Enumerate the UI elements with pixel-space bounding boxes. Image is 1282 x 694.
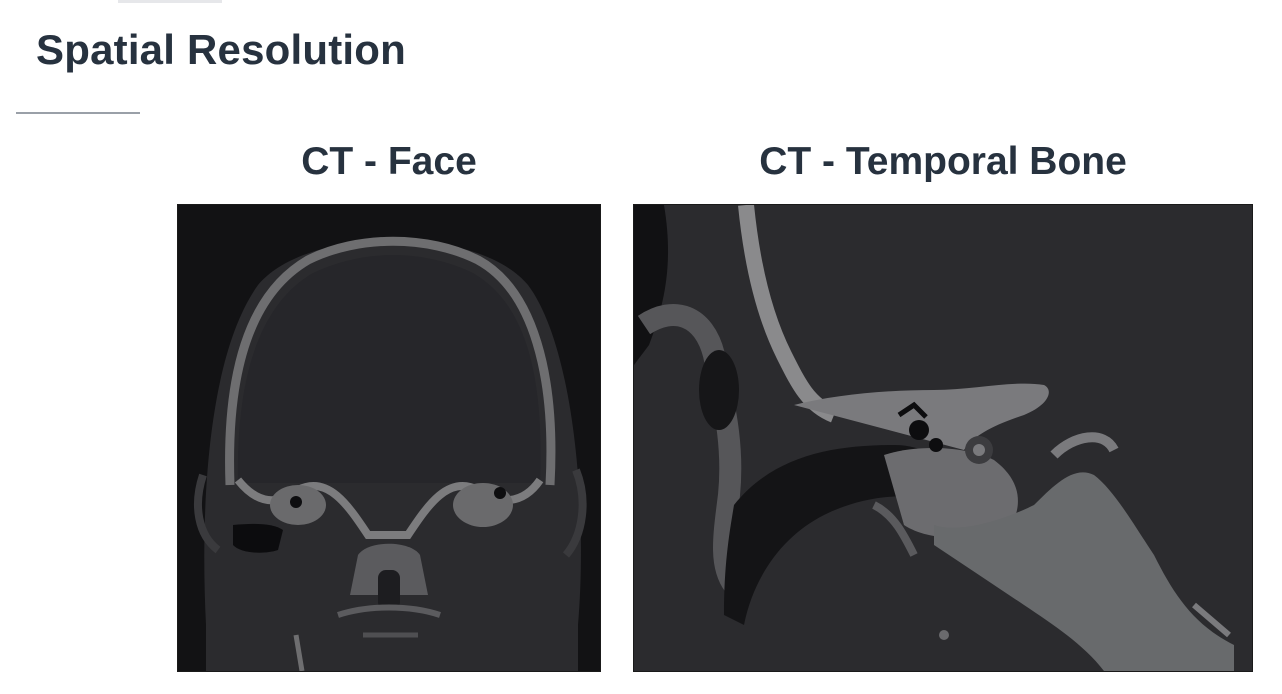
panel-caption-face: CT - Face bbox=[301, 140, 477, 183]
top-divider bbox=[118, 0, 222, 3]
title-underline bbox=[16, 112, 140, 114]
ct-temporal-bone-image bbox=[633, 204, 1253, 672]
slide-title: Spatial Resolution bbox=[36, 26, 406, 73]
panel-caption-temporal-bone: CT - Temporal Bone bbox=[759, 140, 1127, 183]
ct-face-image bbox=[177, 204, 601, 672]
